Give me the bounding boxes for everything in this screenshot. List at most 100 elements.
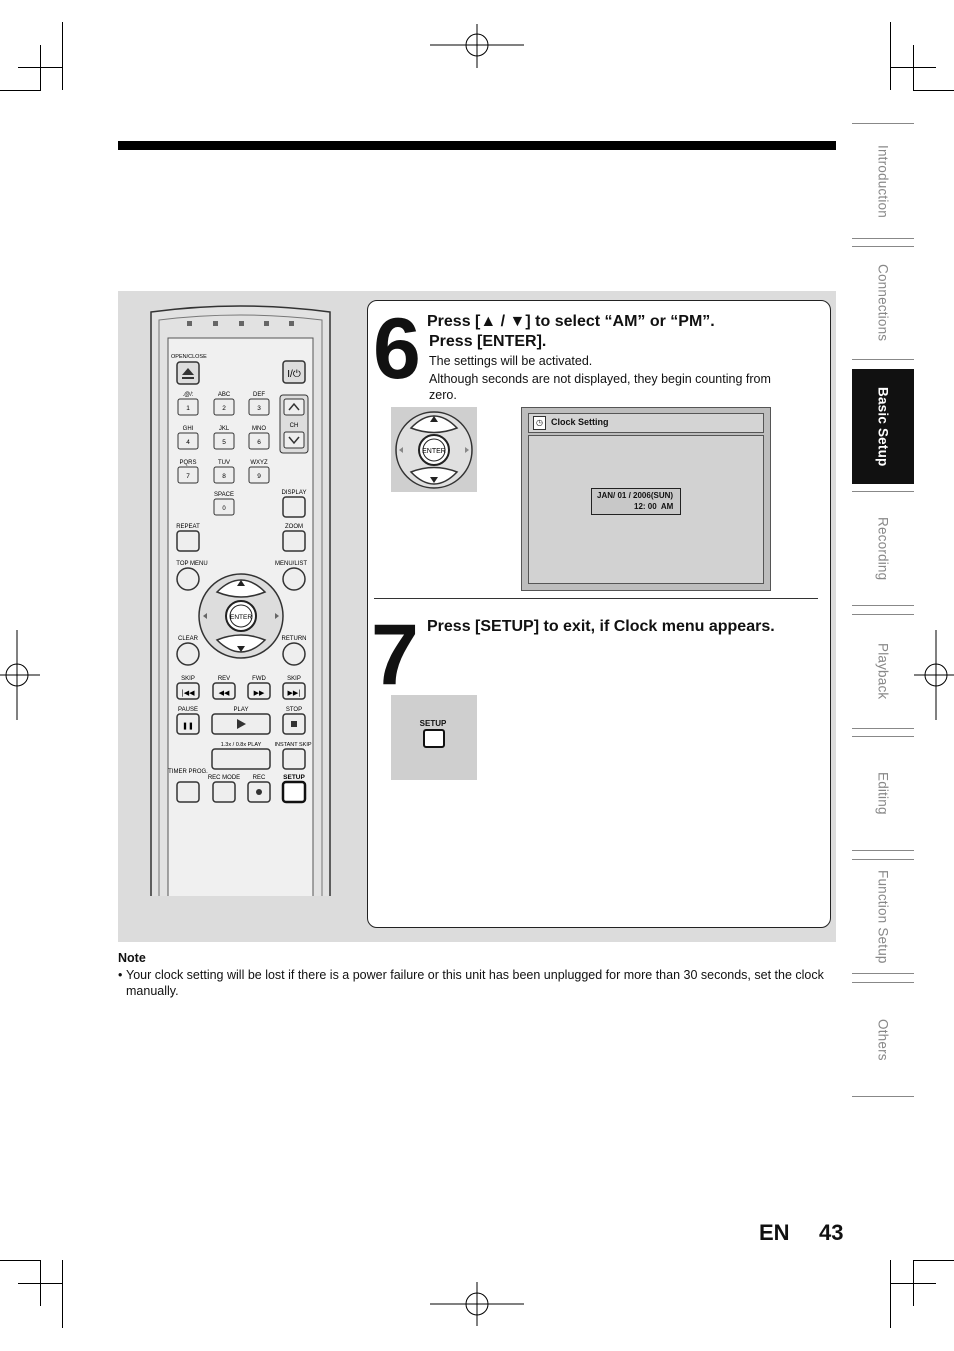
- dpad-thumbnail: ENTER: [391, 407, 477, 492]
- svg-text:▶▶|: ▶▶|: [287, 689, 300, 697]
- tab-label: Basic Setup: [875, 386, 891, 467]
- tab-recording[interactable]: Recording: [852, 491, 914, 606]
- number-key: [248, 398, 270, 416]
- step-6-text-3: zero.: [429, 388, 457, 402]
- key-letters-label: PQRS: [179, 460, 196, 466]
- number-key: [177, 466, 199, 484]
- tab-function-setup[interactable]: Function Setup: [852, 859, 914, 974]
- remote-setup-label: SETUP: [283, 774, 305, 781]
- power-label: I/⏻: [287, 369, 301, 380]
- tab-basic-setup[interactable]: Basic Setup: [852, 369, 914, 484]
- key-number-label: 9: [257, 473, 261, 480]
- clock-icon: ◷: [533, 416, 546, 430]
- key-0: 0: [222, 506, 226, 512]
- tab-label: Playback: [875, 643, 891, 700]
- number-key: [177, 432, 199, 450]
- step-6-number: 6: [373, 301, 421, 397]
- dpad-enter-label: ENTER: [422, 448, 446, 455]
- key-letters-label: JKL: [219, 426, 230, 432]
- steps-panel: [367, 300, 831, 928]
- language-label: EN: [759, 1220, 790, 1245]
- zoom-label: ZOOM: [285, 524, 303, 530]
- key-letters-label: TUV: [218, 460, 230, 466]
- osd-date: JAN/ 01 / 2006(SUN): [597, 491, 674, 500]
- osd-title: Clock Setting: [551, 417, 609, 427]
- key-letters-label: .@/:: [182, 392, 193, 398]
- key-number-label: 3: [257, 405, 261, 412]
- svg-text:▶▶: ▶▶: [254, 689, 265, 697]
- svg-text:1.3x / 0.8x PLAY: 1.3x / 0.8x PLAY: [221, 742, 262, 748]
- dpad-icon: ENTER: [395, 411, 473, 489]
- key-number-label: 8: [222, 473, 226, 480]
- repeat-label: REPEAT: [176, 524, 200, 530]
- osd-time: 12: 00 AM: [634, 502, 674, 511]
- key-letters-label: ABC: [218, 392, 231, 398]
- channel-buttons: CH: [279, 394, 309, 454]
- indicator-lights: [187, 321, 294, 326]
- page-number: 43: [819, 1220, 844, 1245]
- key-number-label: 2: [222, 405, 226, 412]
- osd-clock-box: JAN/ 01 / 2006(SUN) 12: 00 AM: [591, 488, 681, 515]
- svg-text:REV: REV: [218, 676, 230, 682]
- key-letters-label: MNO: [252, 426, 266, 432]
- number-key: [248, 466, 270, 484]
- svg-text:|◀◀: |◀◀: [181, 689, 195, 697]
- ch-label: CH: [290, 423, 299, 429]
- svg-text:FWD: FWD: [252, 676, 266, 682]
- menu-list-label: MENU/LIST: [275, 561, 307, 567]
- transport-buttons: SKIP |◀◀ REV ◀◀ FWD ▶▶ SKIP ▶▶| PAUSE ❚❚…: [176, 676, 312, 770]
- setup-button-icon: [423, 729, 445, 748]
- key-number-label: 5: [222, 439, 226, 446]
- key-number-label: 6: [257, 439, 261, 446]
- step-6-text-2: Although seconds are not displayed, they…: [429, 372, 771, 386]
- step-6-heading-1: Press [▲ / ▼] to select “AM” or “PM”.: [427, 313, 715, 330]
- remote-enter-label: ENTER: [230, 614, 252, 621]
- open-close-label: OPEN/CLOSE: [171, 354, 207, 360]
- timer-prog-label: TIMER PROG.: [168, 769, 208, 775]
- step-6-heading-2: Press [ENTER].: [429, 333, 547, 350]
- note-text: Your clock setting will be lost if there…: [126, 968, 824, 998]
- tab-label: Introduction: [875, 144, 891, 218]
- clear-label: CLEAR: [178, 636, 199, 642]
- remote-dpad: ENTER: [198, 573, 284, 659]
- tab-others[interactable]: Others: [852, 982, 914, 1097]
- key-number-label: 7: [186, 473, 190, 480]
- svg-text:SKIP: SKIP: [287, 676, 301, 682]
- step-7-heading: Press [SETUP] to exit, if Clock menu app…: [427, 618, 775, 635]
- rec-label: REC: [253, 775, 266, 781]
- number-key: [213, 466, 235, 484]
- tab-introduction[interactable]: Introduction: [852, 123, 914, 239]
- eject-button: [176, 361, 200, 385]
- step-6-text-1: The settings will be activated.: [429, 354, 593, 368]
- osd-title-bar: ◷ Clock Setting: [528, 413, 764, 433]
- display-label: DISPLAY: [282, 490, 307, 496]
- svg-text:STOP: STOP: [286, 707, 302, 713]
- key-letters-label: WXYZ: [250, 460, 268, 466]
- bullet-glyph: •: [118, 968, 123, 982]
- clock-setting-screen: ◷ Clock Setting JAN/ 01 / 2006(SUN) 12: …: [521, 407, 771, 591]
- power-button: I/⏻: [282, 360, 306, 384]
- tab-label: Others: [875, 1018, 891, 1061]
- number-key: [213, 398, 235, 416]
- tab-label: Connections: [875, 264, 891, 342]
- key-letters-label: GHI: [183, 426, 194, 432]
- space-label: SPACE: [214, 492, 234, 498]
- tab-playback[interactable]: Playback: [852, 614, 914, 729]
- svg-text:PAUSE: PAUSE: [178, 707, 198, 713]
- header-rule: [118, 141, 836, 150]
- return-label: RETURN: [282, 636, 307, 642]
- setup-button-thumbnail: SETUP: [391, 695, 477, 780]
- tab-editing[interactable]: Editing: [852, 736, 914, 851]
- tab-label: Recording: [875, 516, 891, 581]
- key-letters-label: DEF: [253, 392, 265, 398]
- number-key: [177, 398, 199, 416]
- number-key: [248, 432, 270, 450]
- note-bullet: • Your clock setting will be lost if the…: [118, 967, 830, 999]
- step-divider: [374, 598, 818, 599]
- key-number-label: 4: [186, 439, 190, 446]
- key-number-label: 1: [186, 405, 190, 412]
- tab-connections[interactable]: Connections: [852, 246, 914, 360]
- svg-text:INSTANT SKIP: INSTANT SKIP: [274, 742, 311, 748]
